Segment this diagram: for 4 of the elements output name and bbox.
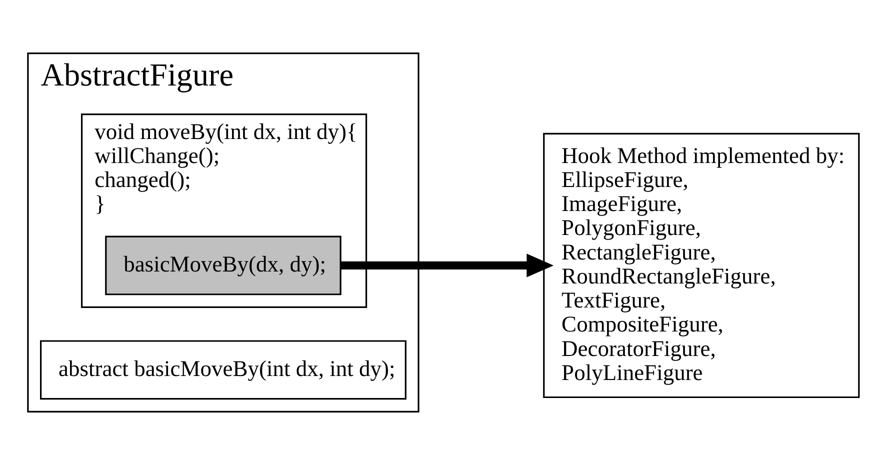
node-box: abstract basicMoveBy(int dx, int dy); bbox=[40, 340, 406, 400]
node-box: Hook Method implemented by: EllipseFigure, ImageFigure, PolygonFigure, RectangleFigure, RoundRectangleFigure, TextFigure, CompositeFigure, DecoratorFigure, PolyLineFigure bbox=[543, 132, 860, 398]
node-box: basicMoveBy(dx, dy); bbox=[105, 235, 342, 295]
arrow bbox=[341, 253, 554, 277]
